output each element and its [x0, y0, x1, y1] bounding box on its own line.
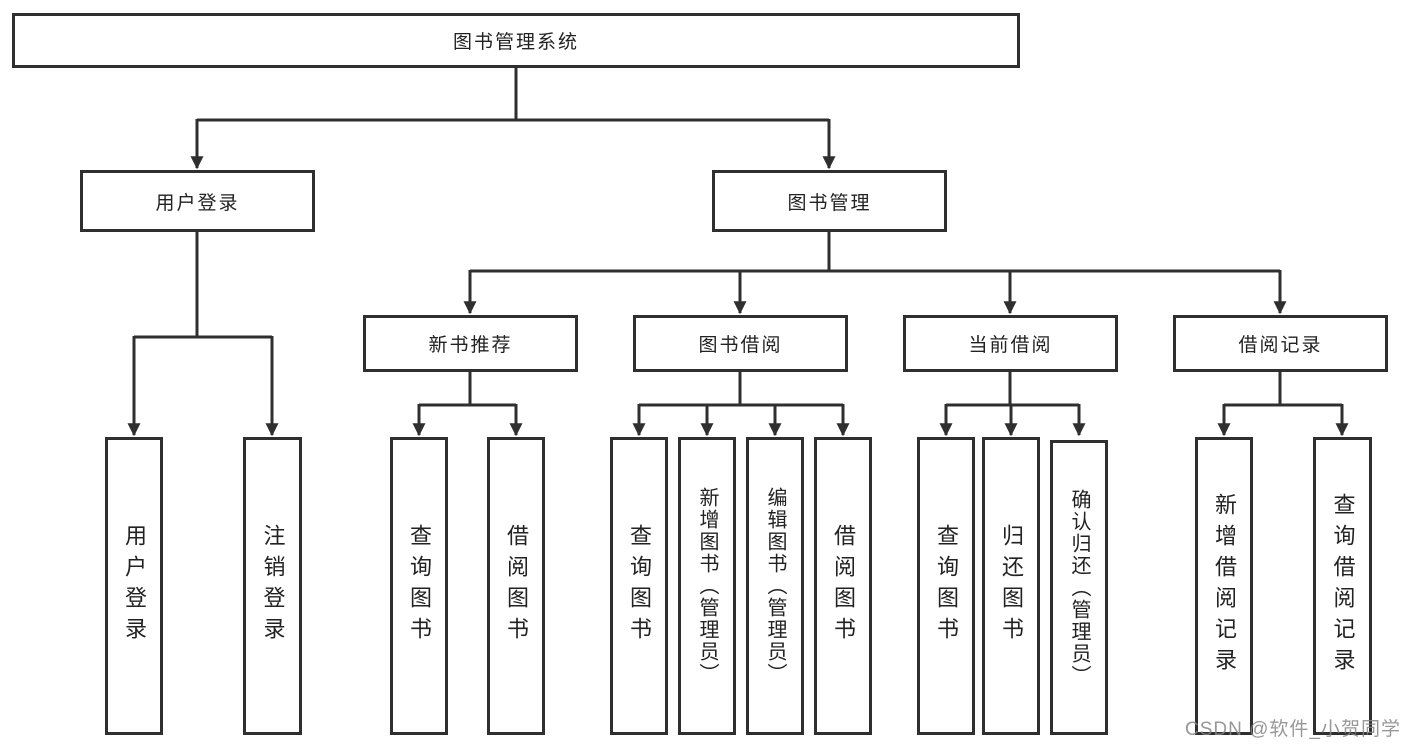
node-label: 借阅图书 [504, 524, 529, 648]
node-label: 注销登录 [260, 524, 286, 648]
node-library-management-system: 图书管理系统 [12, 13, 1020, 68]
leaf-borrow-books: 借阅图书 [814, 437, 872, 735]
node-label: 新增借阅记录 [1212, 493, 1237, 679]
node-label: 新增图书（管理员） [696, 487, 718, 685]
node-label: 查询图书 [407, 524, 432, 648]
node-label: 新书推荐 [428, 335, 513, 356]
node-label: 编辑图书（管理员） [764, 487, 786, 685]
node-label: 查询图书 [627, 524, 652, 648]
node-book-management: 图书管理 [712, 170, 947, 232]
node-label: 当前借阅 [968, 335, 1053, 356]
node-user-login: 用户登录 [80, 170, 315, 232]
node-book-borrowing: 图书借阅 [633, 315, 848, 372]
node-label: 查询图书 [934, 524, 959, 648]
node-label: 借阅记录 [1238, 335, 1323, 356]
leaf-add-book-admin: 新增图书（管理员） [678, 437, 736, 735]
leaf-edit-book-admin: 编辑图书（管理员） [746, 437, 804, 735]
node-label: 图书管理 [787, 192, 872, 214]
leaf-user-login: 用户登录 [105, 437, 163, 735]
node-label: 用户登录 [122, 524, 147, 648]
leaf-return-book: 归还图书 [982, 437, 1040, 735]
node-label: 图书管理系统 [452, 32, 579, 53]
node-current-borrowing: 当前借阅 [903, 315, 1118, 372]
leaf-search-books-current: 查询图书 [917, 437, 975, 735]
leaf-confirm-return-admin: 确认归还（管理员） [1050, 440, 1108, 735]
node-new-book-recommend: 新书推荐 [363, 315, 578, 372]
leaf-search-books-borrow: 查询图书 [610, 437, 668, 735]
leaf-borrow-books-recommend: 借阅图书 [487, 437, 545, 735]
leaf-search-borrow-record: 查询借阅记录 [1313, 437, 1372, 735]
node-label: 借阅图书 [831, 524, 856, 648]
csdn-watermark: CSDN @软件_小贺同学 [1185, 719, 1401, 740]
leaf-add-borrow-record: 新增借阅记录 [1195, 437, 1253, 735]
node-label: 用户登录 [155, 192, 240, 214]
node-label: 图书借阅 [698, 335, 783, 356]
leaf-logout: 注销登录 [243, 437, 302, 735]
node-label: 归还图书 [999, 524, 1024, 648]
tree-branch-lines [134, 68, 1342, 407]
leaf-search-books-recommend: 查询图书 [390, 437, 448, 735]
node-label: 查询借阅记录 [1330, 493, 1356, 679]
node-borrow-records: 借阅记录 [1173, 315, 1388, 372]
node-label: 确认归还（管理员） [1068, 488, 1090, 687]
